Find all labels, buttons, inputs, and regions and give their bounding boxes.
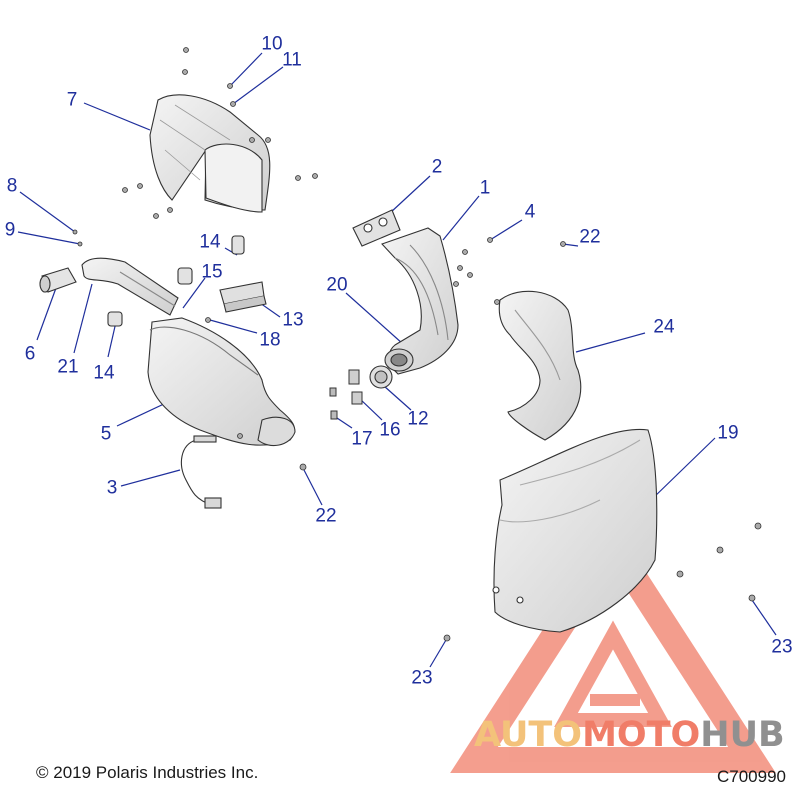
watermark-brand-text: AUTOMOTOHUB <box>474 718 785 753</box>
leader-line-12 <box>383 385 412 411</box>
leader-line-22b <box>303 469 323 506</box>
part-exhaust-manifold <box>381 227 459 375</box>
callout-14-upper: 14 <box>199 231 221 253</box>
callout-23-left: 23 <box>411 667 433 689</box>
callout-11: 11 <box>282 49 302 71</box>
callout-20: 20 <box>326 274 348 296</box>
watermark-part-1: AUTO <box>474 715 583 755</box>
callout-13: 13 <box>282 309 304 331</box>
watermark-part-3: HUB <box>700 715 785 755</box>
callout-6: 6 <box>24 343 36 365</box>
callout-9: 9 <box>4 219 16 241</box>
callout-7: 7 <box>66 89 78 111</box>
callout-21: 21 <box>57 356 79 378</box>
leader-line-9 <box>17 231 81 245</box>
leader-line-11 <box>232 66 284 105</box>
callout-16: 16 <box>379 419 401 441</box>
watermark-triangle-logo <box>450 521 776 773</box>
part-muffler <box>147 317 296 447</box>
callout-19: 19 <box>717 422 739 444</box>
callout-3: 3 <box>106 477 118 499</box>
callout-22-upper: 22 <box>579 226 601 248</box>
callout-10: 10 <box>261 33 283 55</box>
leader-line-17 <box>336 417 353 429</box>
callout-12: 12 <box>407 408 429 430</box>
part-fasteners <box>72 47 762 642</box>
leader-line-14b <box>107 321 117 358</box>
leader-line-4 <box>489 219 523 241</box>
leader-line-2 <box>389 175 431 214</box>
callout-8: 8 <box>6 175 18 197</box>
leader-line-6 <box>36 287 57 341</box>
leader-line-20 <box>345 292 404 345</box>
copyright-notice: © 2019 Polaris Industries Inc. <box>36 763 259 782</box>
leader-line-3 <box>120 469 181 487</box>
callout-15: 15 <box>201 261 223 283</box>
callout-14-lower: 14 <box>93 362 115 384</box>
part-lower-heat-shield <box>492 428 658 633</box>
watermark-part-2: MOTO <box>582 715 701 755</box>
callout-22-lower: 22 <box>315 505 337 527</box>
leader-line-21 <box>73 283 93 354</box>
part-tailpipe-tip <box>39 267 77 293</box>
diagram-code: C700990 <box>716 767 786 786</box>
part-isolators <box>107 235 245 327</box>
callout-24: 24 <box>653 316 675 338</box>
callout-4: 4 <box>524 201 536 223</box>
leader-line-18 <box>209 319 258 334</box>
part-gasket <box>352 209 401 247</box>
callout-17: 17 <box>351 428 373 450</box>
part-bracket <box>219 281 267 313</box>
part-cap <box>369 365 393 389</box>
leader-line-10 <box>229 52 263 87</box>
callout-1: 1 <box>479 177 491 199</box>
leader-line-23b <box>751 599 777 636</box>
leader-line-24 <box>575 332 646 353</box>
part-manifold-heat-shield <box>498 290 582 441</box>
leader-line-7 <box>83 102 151 131</box>
callout-5: 5 <box>100 423 112 445</box>
leader-line-16 <box>358 397 383 421</box>
leader-line-15 <box>182 277 206 309</box>
callout-18: 18 <box>259 329 281 351</box>
callout-23-right: 23 <box>771 636 793 658</box>
leader-line-19 <box>650 437 716 501</box>
leader-line-8 <box>19 191 76 233</box>
part-inlet-pipe <box>81 257 179 316</box>
part-springs-bolts <box>329 369 363 420</box>
callout-2: 2 <box>431 156 443 178</box>
leader-line-23a <box>429 639 447 668</box>
part-heat-shield-upper <box>149 94 271 213</box>
part-oxygen-sensor <box>180 435 222 509</box>
leader-line-1 <box>442 195 480 241</box>
